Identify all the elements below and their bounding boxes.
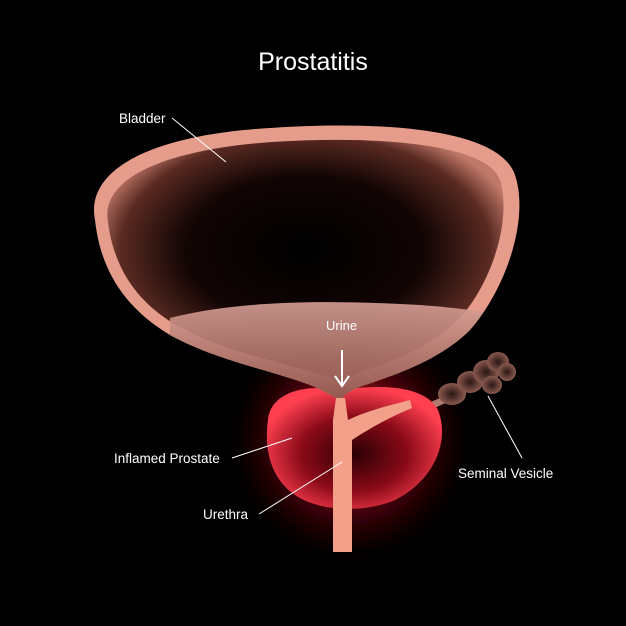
bladder-label: Bladder — [119, 111, 166, 126]
bladder-shape — [93, 125, 520, 401]
seminal-vesicle-label: Seminal Vesicle — [458, 466, 554, 481]
prostate-shape — [266, 386, 443, 509]
leader-lines — [171, 117, 523, 515]
bladder-leader-line — [171, 117, 227, 163]
urethra-label: Urethra — [203, 507, 249, 522]
urethra-leader-line — [258, 461, 343, 515]
urine-arrow — [334, 350, 350, 388]
urine-label: Urine — [326, 318, 358, 333]
inflamed-prostate-label: Inflamed Prostate — [114, 451, 220, 466]
prostate-leader-line — [231, 437, 293, 459]
diagram-title: Prostatitis — [258, 48, 368, 76]
urethra-shape — [333, 398, 412, 552]
vesicle-leader-line — [487, 395, 523, 459]
